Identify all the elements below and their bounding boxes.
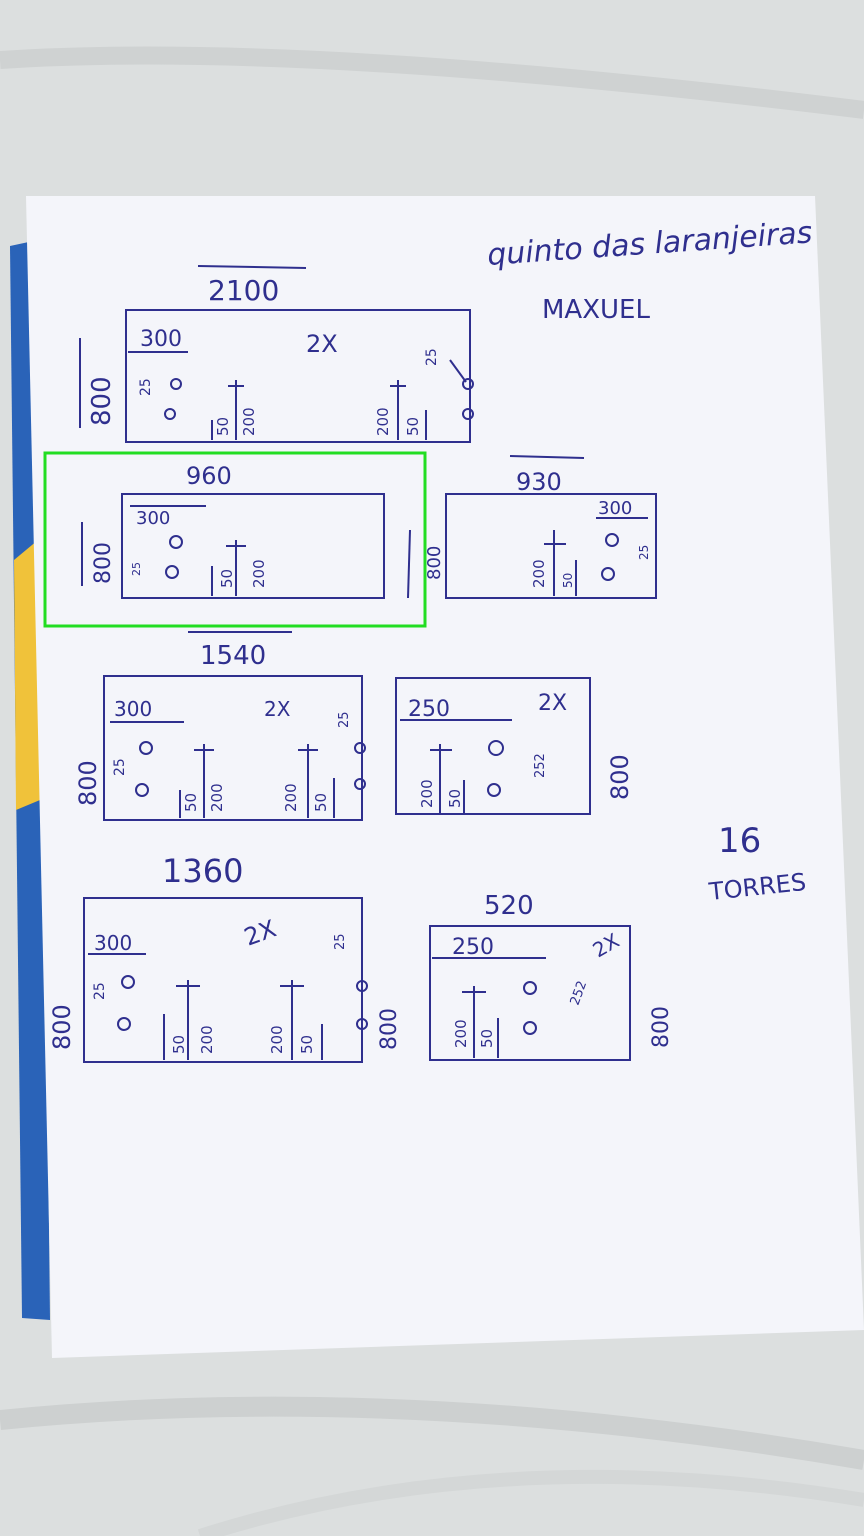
dim-label: 50: [446, 789, 464, 808]
dim-label: 252: [533, 753, 548, 778]
dim-label: 300: [114, 697, 152, 721]
dim-label: 200: [240, 407, 258, 436]
dim-label: 300: [136, 508, 170, 529]
cloth-fold: [0, 46, 864, 119]
panel-520: [429, 925, 631, 1061]
panel-height-label: 800: [74, 760, 102, 806]
dim-label: 50: [478, 1029, 496, 1048]
panel-960: [81, 493, 411, 599]
panel-qty-label: 2X: [264, 697, 291, 721]
dim-label: 25: [112, 758, 128, 776]
panel-width-label: 930: [516, 468, 562, 496]
panel-width-label: 1540: [200, 641, 266, 671]
dim-label: 50: [170, 1035, 188, 1054]
dim-label: 50: [312, 793, 330, 812]
dim-label: 250: [408, 697, 450, 722]
panel-height-label: 800: [424, 546, 445, 580]
page-subtitle: MAXUEL: [542, 295, 650, 325]
panel-250: [395, 677, 591, 815]
dim-label: 200: [198, 1025, 216, 1054]
dim-label: 200: [452, 1019, 470, 1048]
dim-label: 25: [130, 562, 143, 576]
dim-label: 25: [424, 348, 440, 366]
panel-930: [445, 455, 657, 599]
dim-label: 25: [92, 982, 108, 1000]
panel-height-label: 800: [649, 1006, 674, 1048]
dim-label: 300: [598, 498, 632, 519]
panel-2100: [79, 265, 474, 443]
dim-label: 200: [374, 407, 392, 436]
dim-label: 300: [140, 327, 182, 352]
panel-width-label: 520: [484, 891, 534, 921]
panel-1540: [103, 631, 366, 821]
panel-height-label: 800: [377, 1008, 402, 1050]
dim-label: 50: [214, 417, 232, 436]
panel-height-label: 800: [87, 376, 117, 426]
dim-label: 200: [268, 1025, 286, 1054]
tower-count: 16: [718, 821, 761, 861]
dim-label: 200: [418, 779, 436, 808]
dim-label: 50: [218, 569, 236, 588]
dim-label: 25: [337, 711, 352, 728]
folder-yellow: [14, 540, 40, 810]
cloth-fold: [0, 1396, 864, 1470]
panel-height-label: 800: [606, 754, 634, 800]
dim-label: 250: [452, 935, 494, 960]
panel-width-label: 960: [186, 462, 232, 490]
panel-1360: [83, 897, 368, 1063]
dim-label: 50: [298, 1035, 316, 1054]
paper-sheet: [26, 196, 864, 1358]
panel-height-label: 800: [91, 542, 116, 584]
dim-label: 200: [530, 559, 548, 588]
dim-label: 200: [282, 783, 300, 812]
dim-label: 50: [182, 793, 200, 812]
cloth-fold: [197, 1469, 864, 1536]
dim-label: 50: [561, 573, 575, 588]
dim-label: 25: [333, 933, 348, 950]
dim-label: 50: [404, 417, 422, 436]
panel-qty-label: 2X: [306, 330, 338, 358]
dim-label: 200: [250, 559, 268, 588]
dim-label: 25: [637, 545, 651, 560]
dim-label: 300: [94, 931, 132, 955]
dim-label: 200: [208, 783, 226, 812]
panel-qty-label: 2X: [538, 691, 567, 716]
dim-label: 25: [138, 378, 154, 396]
panel-width-label: 2100: [208, 274, 279, 307]
panel-width-label: 1360: [162, 852, 243, 890]
highlight-box: [43, 451, 427, 628]
panel-height-label: 800: [48, 1004, 76, 1050]
